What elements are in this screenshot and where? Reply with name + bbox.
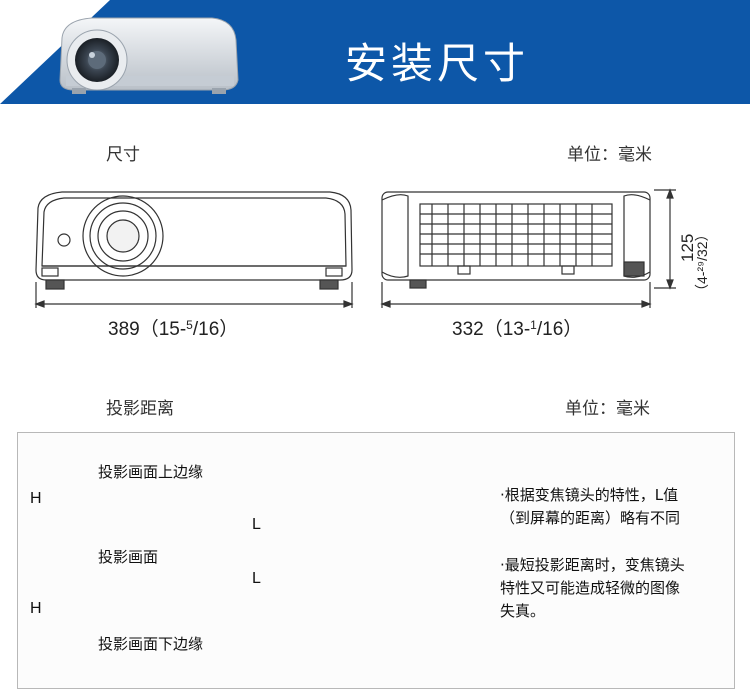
note-distortion: ·最短投影距离时，变焦镜头 特性又可能造成轻微的图像 失真。 [500,554,740,623]
l-label-bottom: L [252,570,261,587]
throw-unit: 单位：毫米 [565,399,650,419]
throw-label: 投影距离 [106,399,174,419]
note-line-4: 特性又可能造成轻微的图像 [500,579,681,597]
height-value: 125 [681,234,697,262]
height-dimension: 125 （4-²⁹/32） [681,200,709,300]
note-line-3: ·最短投影距离时，变焦镜头 [500,556,685,574]
depth-dimension: 332（13-1/16） [452,318,583,340]
side-view-drawing [380,188,676,308]
page-title: 安装尺寸 [345,39,530,88]
l-label-top: L [252,516,261,533]
width-dimension: 389（15-5/16） [108,318,239,340]
screen-bottom-edge-label: 投影画面下边缘 [98,635,204,653]
height-inch: （4-²⁹/32） [694,227,709,298]
h-label-top: H [30,490,42,507]
dimensions-unit: 单位：毫米 [567,145,652,165]
projector-photo [59,17,239,94]
screen-label: 投影画面 [98,548,159,566]
dimensions-label: 尺寸 [106,145,140,165]
note-zoom-lens: ·根据变焦镜头的特性，L值 （到屏幕的距离）略有不同 [500,484,740,530]
note-line-5: 失真。 [500,602,546,620]
h-label-bottom: H [30,600,42,617]
throw-diagram-frame [17,432,735,689]
note-line-1: ·根据变焦镜头的特性，L值 [500,486,679,504]
screen-top-edge-label: 投影画面上边缘 [98,463,204,481]
note-line-2: （到屏幕的距离）略有不同 [500,509,681,527]
front-view-drawing [34,191,354,308]
